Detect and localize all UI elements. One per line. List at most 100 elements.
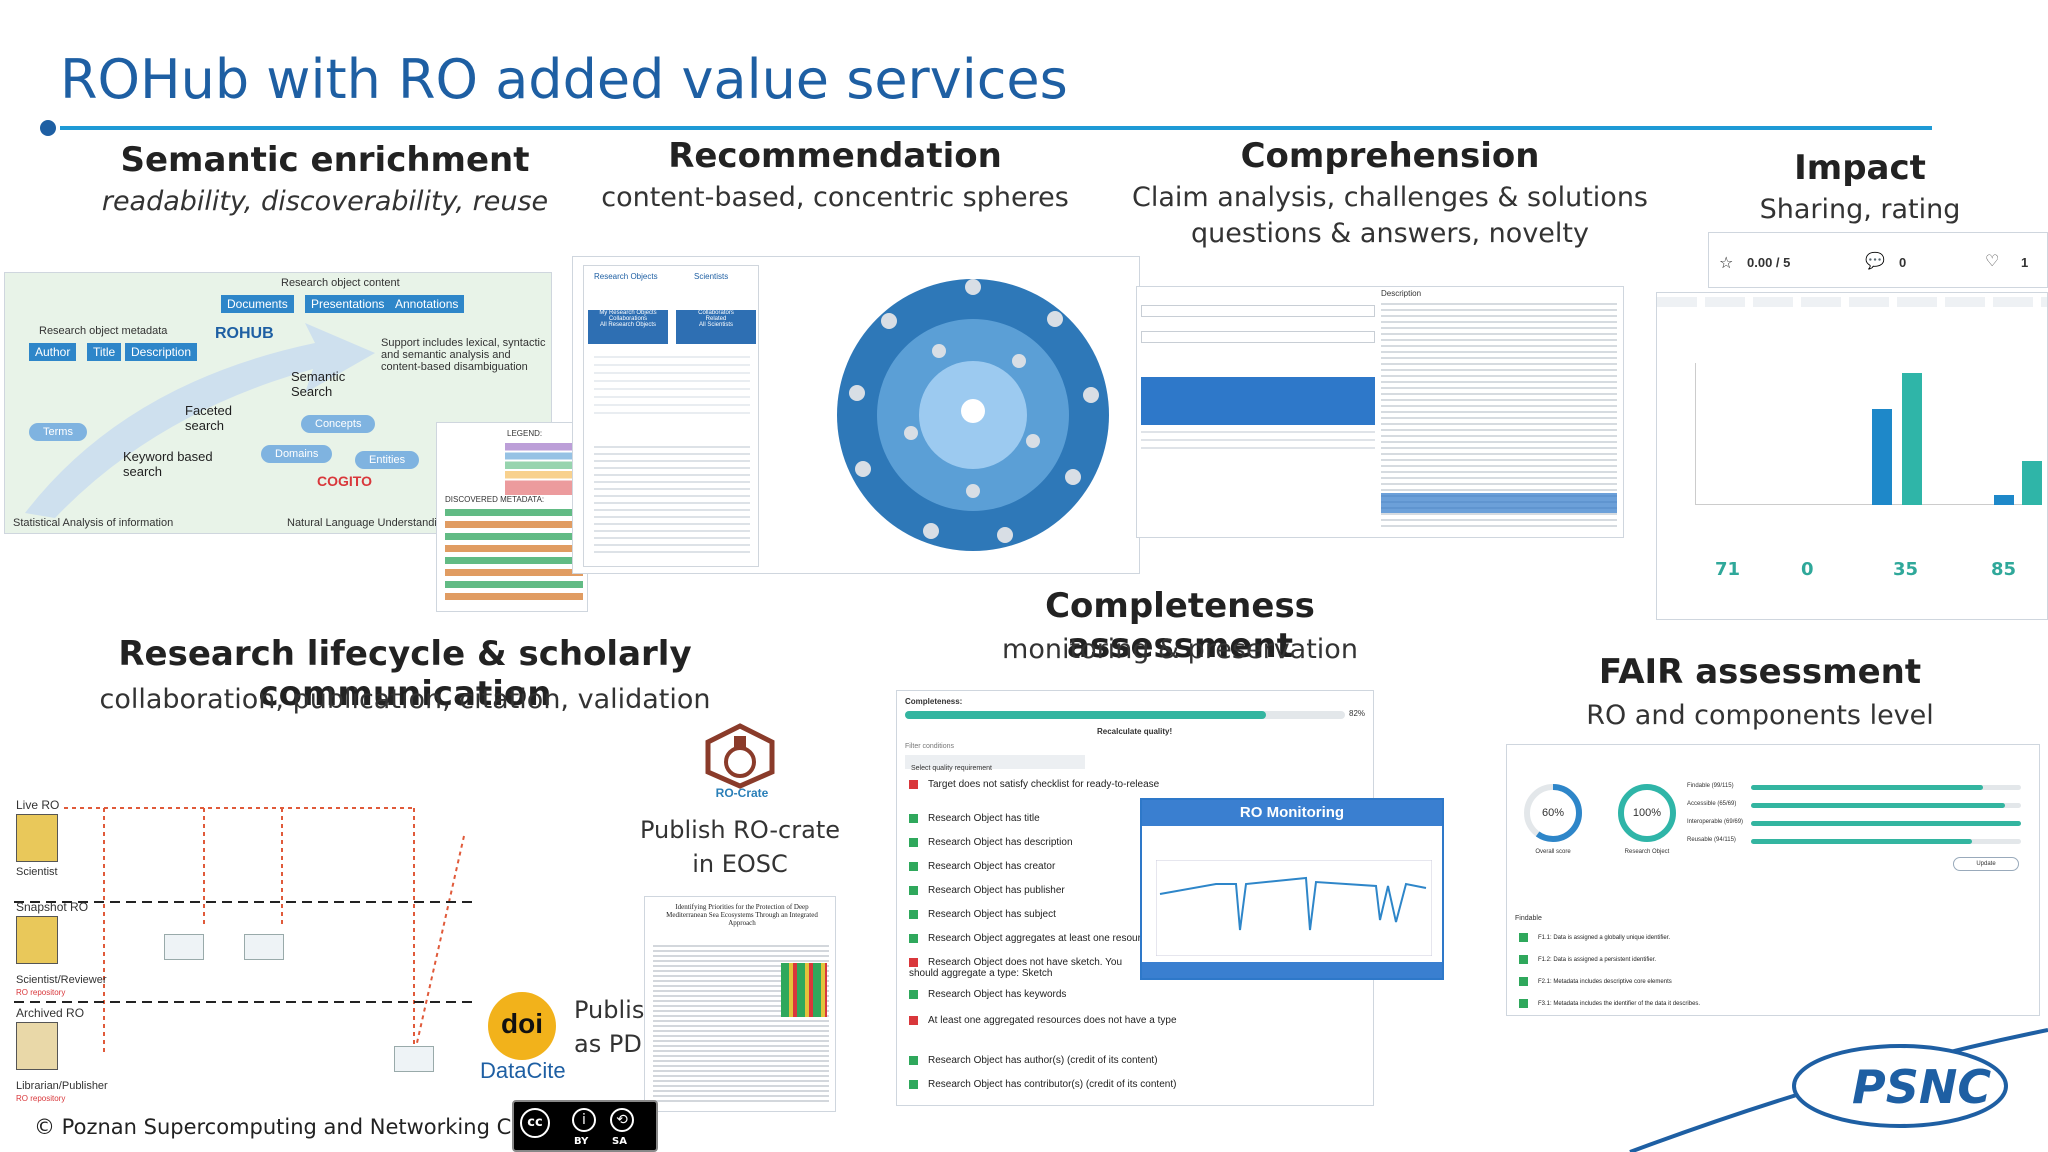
- pill-concepts: Concepts: [301, 415, 376, 433]
- legend-title: LEGEND:: [507, 429, 543, 438]
- check-row-4: Research Object has creator: [909, 861, 1055, 872]
- gauge-2-label: Research Object: [1624, 849, 1670, 855]
- check-row-6: Research Object has subject: [909, 909, 1056, 920]
- gauge-1-fill: [1524, 784, 1582, 842]
- comment-icon[interactable]: 💬: [1865, 251, 1885, 270]
- scientist-avatar: [16, 814, 58, 862]
- discovered-label: DISCOVERED METADATA:: [445, 495, 545, 504]
- quality-select[interactable]: Select quality requirement: [905, 755, 1085, 772]
- role-reviewer: Scientist/Reviewer: [16, 974, 107, 986]
- monitoring-footer: [1142, 962, 1442, 978]
- cc-license-badge: cc i ⟲ BY SA: [512, 1100, 658, 1152]
- legend-swatches: [505, 443, 575, 495]
- semantic-arrow: [25, 323, 375, 518]
- impact-count-1: 71: [1715, 559, 1741, 580]
- recommendation-heading: Recommendation: [668, 136, 1002, 176]
- gauge-1-value: 60%: [1541, 807, 1565, 819]
- ro-node-1: [164, 934, 204, 960]
- fail-icon: [909, 1015, 918, 1025]
- impact-chart: [1695, 363, 2042, 505]
- cc-sa-label: SA: [612, 1136, 627, 1147]
- update-button[interactable]: Update: [1953, 857, 2019, 871]
- share-alike-icon: ⟲: [610, 1108, 634, 1132]
- check-row-9: Research Object has keywords: [909, 989, 1066, 1000]
- impact-rating-bar: ☆ 0.00 / 5 💬 0 ♡ 1: [1708, 232, 2048, 288]
- gauge-1-label: Overall score: [1535, 849, 1571, 855]
- doi-logo: doi: [488, 992, 556, 1060]
- semantic-search-label: Semantic Search: [291, 369, 346, 399]
- check-row-3: Research Object has description: [909, 837, 1073, 848]
- completeness-track: [905, 711, 1345, 719]
- discovered-tags: [445, 509, 583, 605]
- comp-select-1: [1141, 305, 1375, 317]
- rec-col2: Scientists: [694, 272, 729, 281]
- impact-count-3: 35: [1893, 559, 1919, 580]
- completeness-heading: Completeness assessment: [1045, 586, 1315, 666]
- fair-bar-track: [1751, 839, 2021, 844]
- comprehension-subheading-1: Claim analysis, challenges & solutions: [1131, 182, 1649, 213]
- comp-description-label: Description: [1381, 289, 1422, 298]
- rating-value: 0.00 / 5: [1747, 255, 1791, 270]
- fair-item-2: F1.2: Data is assigned a persistent iden…: [1519, 955, 1656, 964]
- fair-section-findable: Findable: [1515, 915, 1542, 922]
- person-icon: i: [572, 1108, 596, 1132]
- lifecycle-subheading: collaboration, publication, citation, va…: [99, 684, 711, 715]
- impact-bar-4: [2022, 461, 2042, 505]
- comprehension-heading: Comprehension: [1240, 136, 1540, 176]
- star-icon[interactable]: ☆: [1719, 253, 1734, 272]
- nlu-label: Natural Language Understandin: [287, 517, 443, 529]
- concentric-spheres: [837, 279, 1109, 551]
- comp-description-highlight: [1381, 493, 1617, 513]
- fair-bar-fill: [1751, 803, 2005, 808]
- recommendation-subheading: content-based, concentric spheres: [601, 182, 1069, 213]
- impact-heading: Impact: [1794, 148, 1926, 188]
- chip-documents: Documents: [221, 295, 294, 313]
- impact-subheading: Sharing, rating: [1759, 194, 1961, 225]
- title-rule: [60, 126, 1932, 130]
- filter-label: Filter conditions: [905, 743, 955, 750]
- rec-col1: Research Objects: [594, 272, 658, 281]
- fair-bar-track: [1751, 785, 2021, 790]
- lane-archived-ro: Archived RO: [16, 1006, 85, 1020]
- slide-title: ROHub with RO added value services: [60, 48, 1068, 111]
- completeness-subheading: monitoring & preservation: [1002, 634, 1358, 665]
- lifecycle-diagram: Live RO Scientist Snapshot RO Scientist/…: [14, 756, 514, 1108]
- semantic-subheading: readability, discoverability, reuse: [101, 186, 549, 217]
- comp-description-text: [1381, 303, 1617, 527]
- check-row-8: Research Object does not have sketch. Yo…: [909, 957, 1123, 979]
- like-count: 1: [2021, 255, 2029, 270]
- heart-icon[interactable]: ♡: [1985, 251, 2000, 270]
- cc-by-label: BY: [574, 1136, 589, 1147]
- impact-bar-3: [1994, 495, 2014, 505]
- fair-item-1: F1.1: Data is assigned a globally unique…: [1519, 933, 1670, 942]
- pill-domains: Domains: [261, 445, 333, 463]
- semantic-legend-popup: LEGEND: DISCOVERED METADATA:: [436, 422, 588, 612]
- rec-description-lines: [594, 446, 750, 556]
- semantic-screenshot: Research object content Documents Presen…: [4, 272, 552, 534]
- chip-title: Title: [87, 343, 122, 361]
- impact-tabs: [1657, 297, 2047, 307]
- check-row-10: At least one aggregated resources does n…: [909, 1015, 1177, 1026]
- recalculate-link[interactable]: Recalculate quality!: [1097, 727, 1173, 736]
- psnc-swoosh: [1629, 1028, 2048, 1152]
- fail-icon: [909, 957, 918, 967]
- pdf-text-2: as PDF: [574, 1030, 656, 1058]
- ro-node-2: [244, 934, 284, 960]
- ro-monitoring-title: RO Monitoring: [1142, 800, 1442, 826]
- check-icon: [909, 837, 918, 847]
- rohub-logo: ROHUB: [215, 325, 274, 342]
- rocrate-text-1: Publish RO-crate: [639, 816, 840, 844]
- check-icon: [909, 909, 918, 919]
- pill-terms: Terms: [29, 423, 87, 441]
- stat-analysis-label: Statistical Analysis of information: [13, 517, 174, 529]
- comment-count: 0: [1899, 255, 1907, 270]
- pill-entities: Entities: [355, 451, 420, 469]
- fair-heading: FAIR assessment: [1598, 652, 1922, 692]
- fair-bar-label: Reusable (94/115): [1687, 837, 1736, 843]
- completeness-fill: [905, 711, 1266, 719]
- gauge-2-value: 100%: [1632, 807, 1662, 819]
- impact-bar-1: [1872, 409, 1892, 505]
- rocrate-label: RO-Crate: [715, 786, 769, 800]
- recommendation-screenshot: Research Objects Scientists My Research …: [572, 256, 1140, 574]
- impact-count-4: 85: [1991, 559, 2017, 580]
